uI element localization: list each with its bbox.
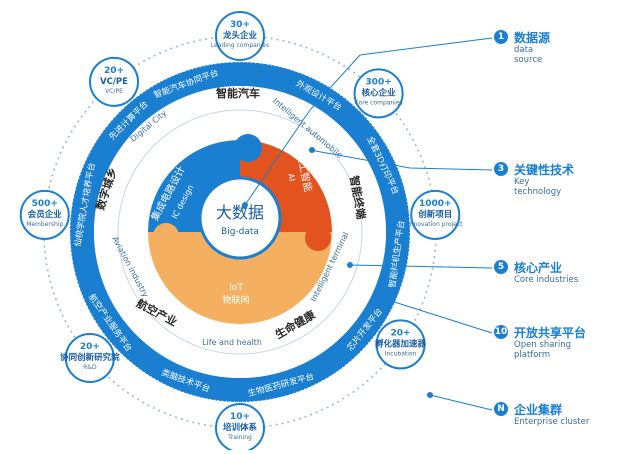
node-number: 20+ <box>80 342 100 352</box>
node-title: 孵化器加速器 <box>375 338 427 349</box>
legend-subtitle: Enterprise cluster <box>514 417 590 427</box>
connector-dots <box>242 147 433 398</box>
legend-title: 数据源 <box>514 31 551 45</box>
node-subtitle: Innovation project <box>408 221 463 228</box>
node-subtitle: Membership <box>26 221 63 228</box>
node-circle <box>64 332 115 383</box>
node-subtitle: VC/PE <box>105 88 123 95</box>
platform-ring-inner-line <box>69 61 411 403</box>
node-subtitle: Incubation <box>385 350 417 357</box>
legend-number-badge: 5 <box>494 260 508 274</box>
legend-title: 核心产业 <box>514 261 563 275</box>
node-circle <box>215 11 265 61</box>
ring-label-health-en: Life and health <box>202 338 262 347</box>
iot-label-en: IoT <box>229 283 243 293</box>
node-title: 协同创新研究院 <box>60 352 120 363</box>
node-circle <box>375 319 426 370</box>
node-title: 龙头企业 <box>222 30 258 41</box>
ai-label-en: AI <box>286 173 296 183</box>
node-number: 20+ <box>104 66 124 76</box>
node-circle <box>19 189 70 240</box>
node-title: VC/PE <box>100 77 128 87</box>
legend-subtitle: Core industries <box>514 275 579 285</box>
node-circle <box>353 68 404 119</box>
legend-number-badge: N <box>494 402 508 416</box>
iot-label-cn: 物联网 <box>222 294 249 306</box>
legend-number-badge: 3 <box>494 162 508 176</box>
ai-puzzle-tab <box>305 225 331 251</box>
legend-number-badge: 10 <box>494 325 508 339</box>
center-circle <box>198 176 282 260</box>
center-label-en: Big-data <box>221 227 259 237</box>
node-number: 30+ <box>230 20 250 30</box>
node-number: 300+ <box>365 77 391 87</box>
node-subtitle: Leading companies <box>211 42 269 49</box>
node-number: 1000+ <box>419 199 452 209</box>
connector-lines <box>244 37 493 411</box>
node-circle <box>89 56 140 107</box>
node-subtitle: Core companies <box>354 99 402 106</box>
center-label-cn: 大数据 <box>216 203 264 222</box>
node-circle <box>410 189 461 240</box>
node-subtitle: Training <box>227 434 252 441</box>
ring-label-auto-cn: 智能汽车 <box>216 86 260 100</box>
iot-puzzle-tab <box>153 223 179 249</box>
ic-puzzle-tab <box>234 134 262 162</box>
node-number: 20+ <box>391 328 411 338</box>
legend-title: 企业集群 <box>514 403 563 417</box>
legend-number-badge: 1 <box>494 30 508 44</box>
node-number: 500+ <box>32 199 58 209</box>
node-title: 培训体系 <box>223 422 258 433</box>
legend-title: 开放共享平台 <box>514 326 587 340</box>
node-number: 10+ <box>230 412 250 422</box>
legend-title: 关键性技术 <box>514 163 575 177</box>
industry-ring-guide <box>117 109 363 355</box>
sector-iot <box>148 232 332 324</box>
node-title: 创新项目 <box>417 209 452 220</box>
node-title: 会员企业 <box>27 209 63 220</box>
platform-ring <box>70 62 410 402</box>
node-title: 核心企业 <box>362 87 397 98</box>
node-subtitle: R&D <box>83 364 97 371</box>
